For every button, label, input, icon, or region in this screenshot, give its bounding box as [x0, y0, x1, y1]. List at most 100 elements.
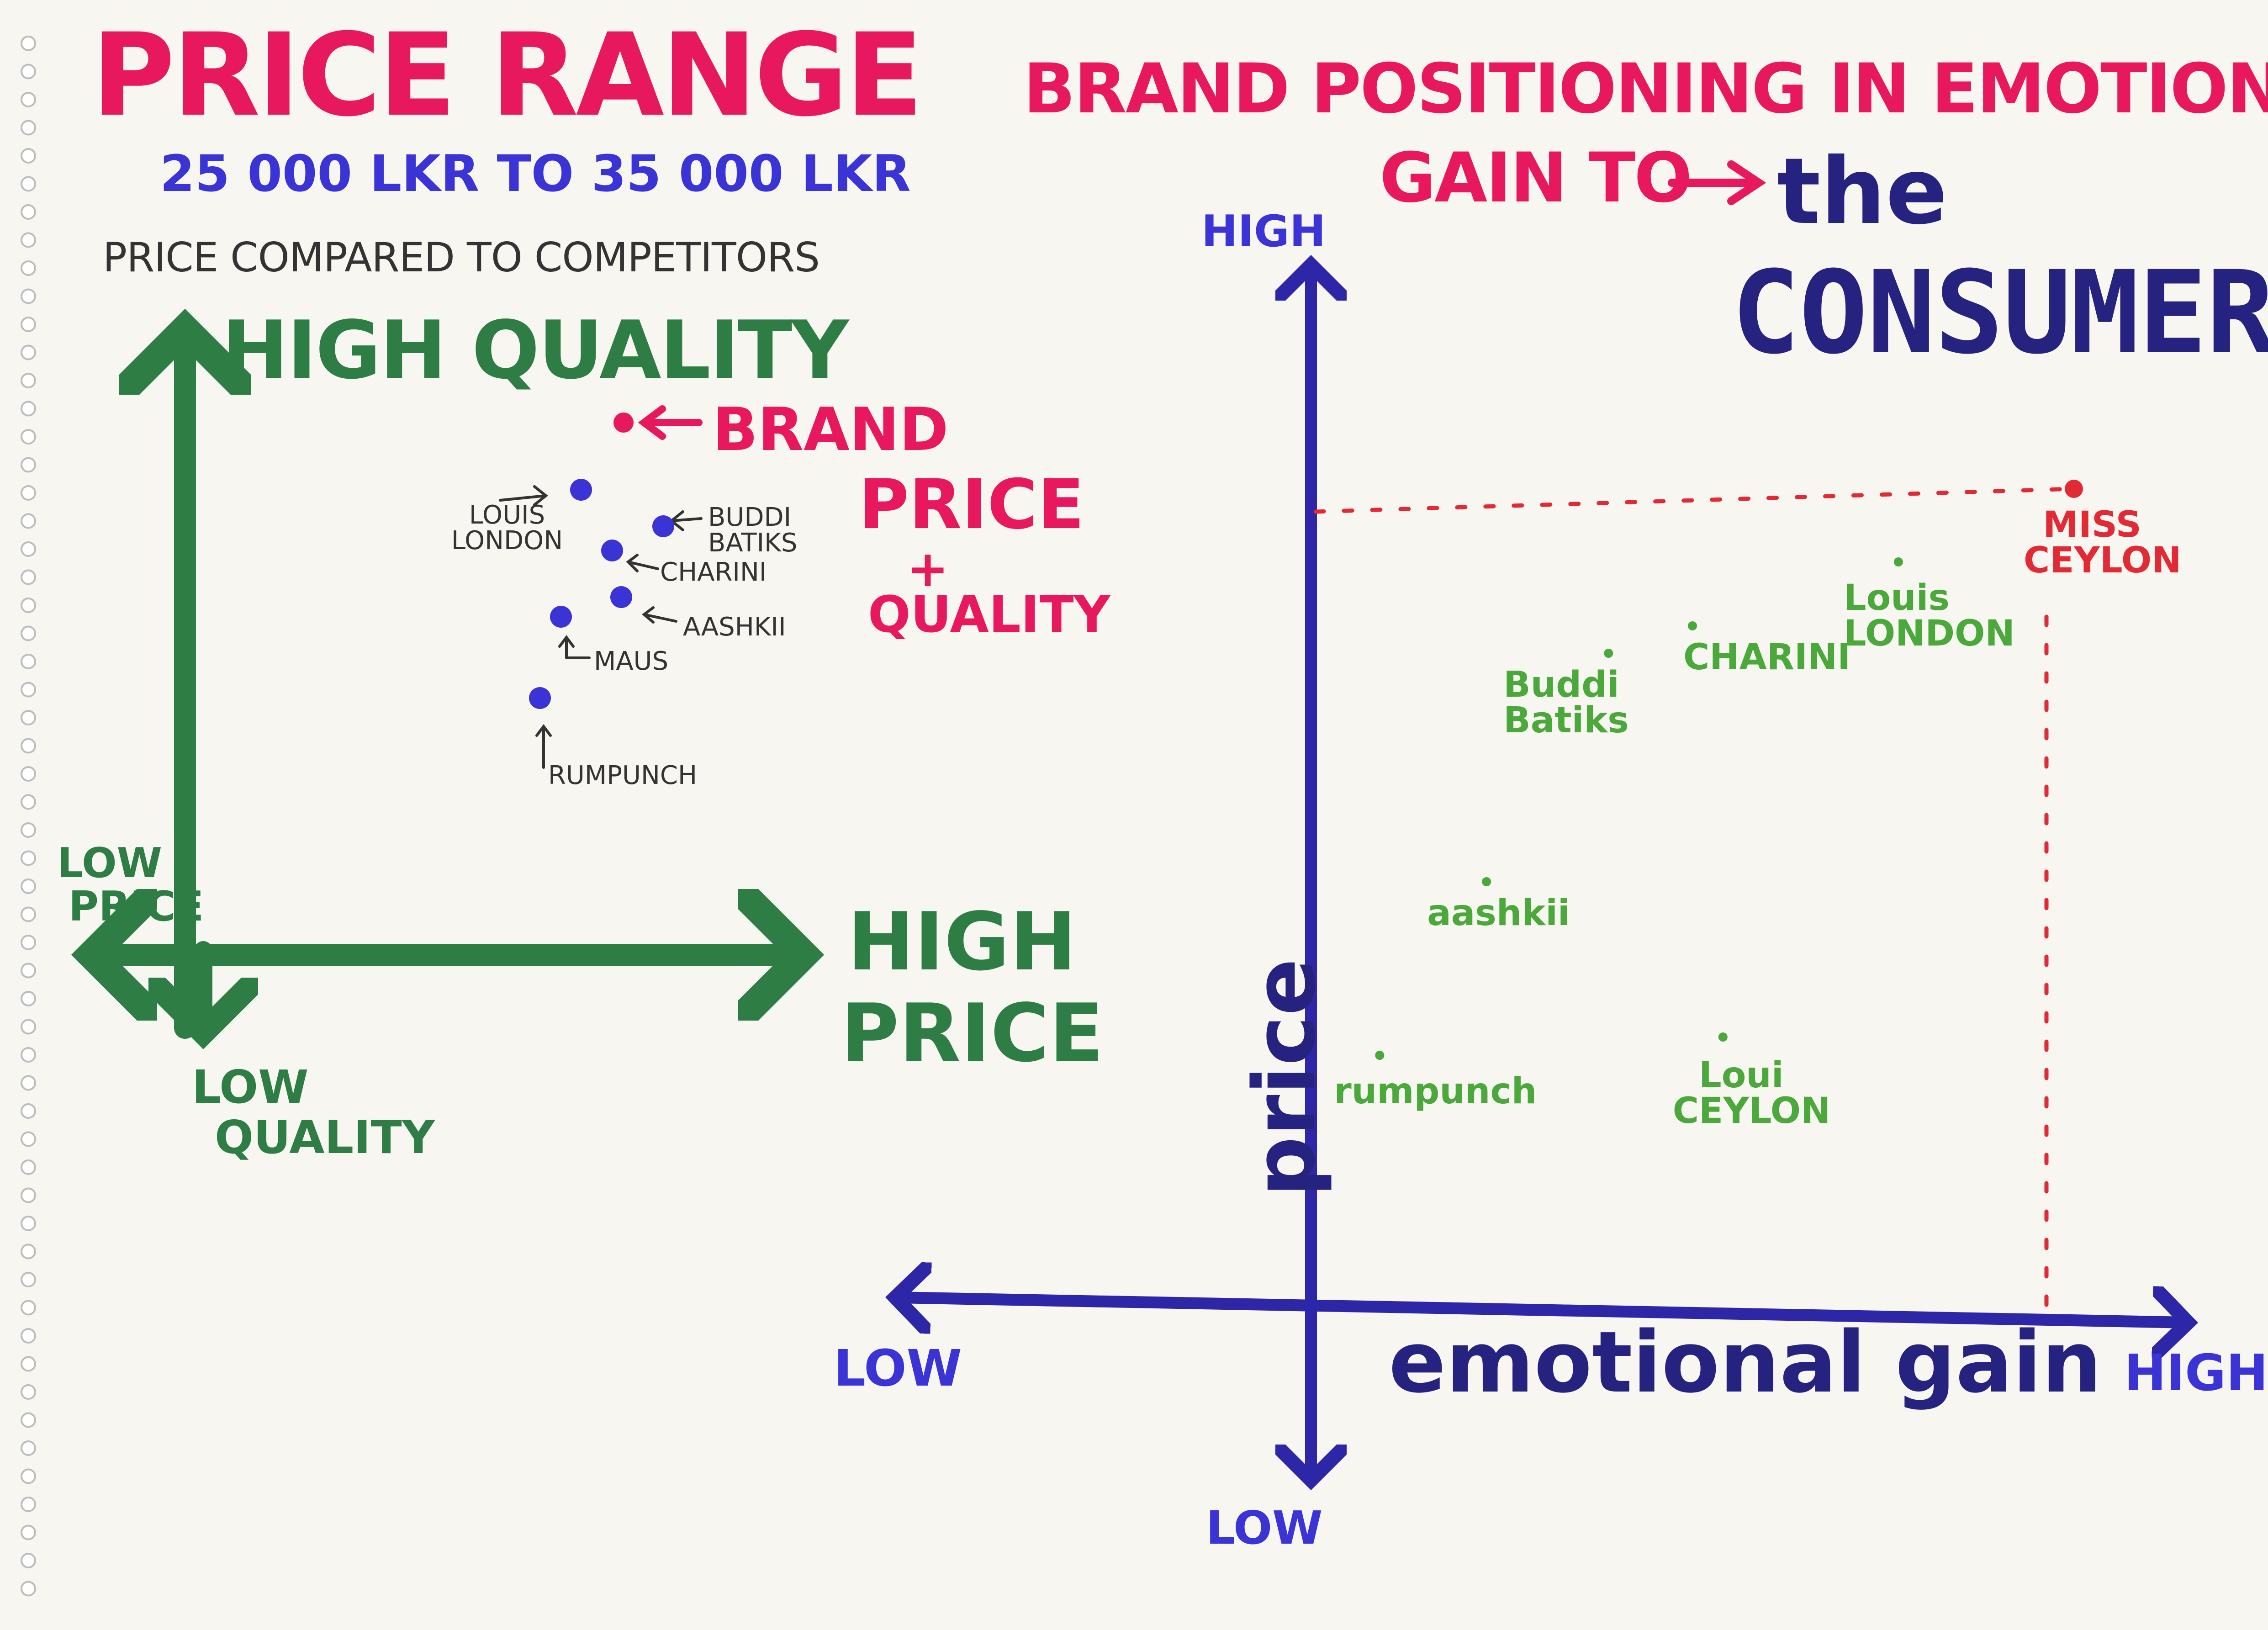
spiral-hole: [21, 1524, 36, 1540]
spiral-hole: [21, 317, 36, 332]
spiral-hole: [21, 1468, 36, 1484]
right-label-aashkii: aashkii: [1427, 893, 1570, 934]
left-y-high-label: HIGH QUALITY: [222, 304, 849, 397]
spiral-hole: [21, 710, 36, 725]
miss-ceylon-guides: [1313, 487, 2076, 1318]
right-x-low-label: LOW: [834, 1339, 962, 1397]
spiral-hole: [21, 1272, 36, 1287]
left-x-high-label: HIGH: [847, 896, 1077, 989]
right-dot-5: [1375, 1051, 1385, 1060]
spiral-hole: [21, 1159, 36, 1175]
right-chart-title-line-2: GAIN TO: [1380, 138, 1692, 218]
spiral-hole: [21, 1497, 36, 1512]
left-dot-5: [529, 687, 551, 709]
spiral-hole: [21, 1384, 36, 1400]
spiral-hole: [21, 963, 36, 979]
spiral-hole: [21, 738, 36, 754]
spiral-hole: [21, 794, 36, 810]
left-label-rumpunch: RUMPUNCH: [548, 761, 698, 790]
right-chart-title-the: the: [1777, 138, 1948, 245]
spiral-hole: [21, 682, 36, 698]
left-x-low-label: LOW: [57, 839, 162, 887]
left-dot-1: [652, 515, 674, 537]
right-dot-3: [1482, 877, 1491, 886]
left-x-low-label-2: PRICE: [69, 883, 204, 931]
spiral-hole: [21, 1131, 36, 1147]
right-x-axis: [895, 1297, 2188, 1323]
right-y-high-label: HIGH: [1201, 206, 1326, 257]
spiral-hole: [21, 766, 36, 782]
spiral-hole: [21, 1047, 36, 1063]
left-dot-0: [570, 479, 592, 501]
spiral-hole: [21, 906, 36, 922]
spiral-hole: [21, 1216, 36, 1231]
spiral-hole: [21, 92, 36, 107]
spiral-hole: [21, 850, 36, 866]
price-range-value: 25 000 LKR TO 35 000 LKR: [160, 144, 911, 203]
price-range-title: PRICE RANGE: [91, 9, 923, 142]
spiral-hole: [21, 1328, 36, 1344]
spiral-hole: [21, 120, 36, 136]
spiral-hole: [21, 457, 36, 473]
left-label-buddi-batiks: BUDDI BATIKS: [708, 503, 798, 558]
right-x-high-label: HIGH: [2124, 1344, 2268, 1402]
spiral-hole: [21, 288, 36, 304]
spiral-hole: [21, 373, 36, 388]
spiral-hole: [21, 1300, 36, 1316]
right-label-charini: CHARINI: [1683, 637, 1851, 678]
left-y-low-label: LOW: [192, 1060, 309, 1114]
title-arrow: [1668, 160, 1766, 205]
left-dot-2: [601, 540, 623, 561]
right-x-axis-label: emotional gain: [1389, 1313, 2102, 1412]
spiral-hole: [21, 260, 36, 276]
spiral-hole: [21, 598, 36, 613]
right-brand-dots: [1375, 480, 2083, 1060]
spiral-hole: [21, 1553, 36, 1568]
spiral-hole: [21, 1412, 36, 1428]
right-chart-title-consumer: CONSUMER: [1731, 246, 2268, 379]
right-dot-6: [2065, 480, 2083, 498]
key-note-price: PRICE: [859, 465, 1084, 545]
spiral-holes: [21, 36, 36, 1597]
spiral-hole: [21, 1356, 36, 1372]
left-dot-3: [610, 586, 632, 608]
key-note-quality: QUALITY: [868, 585, 1110, 644]
spiral-hole: [21, 204, 36, 220]
brand-key-marker: [613, 405, 703, 440]
spiral-hole: [21, 513, 36, 529]
left-x-high-label-2: PRICE: [841, 987, 1104, 1080]
left-y-low-label-2: QUALITY: [215, 1111, 435, 1164]
spiral-hole: [21, 1103, 36, 1119]
left-brand-arrows: [499, 485, 703, 769]
spiral-hole: [21, 1019, 36, 1035]
right-label-louis-london: Louis LONDON: [1843, 577, 2015, 654]
left-label-louis-london: LOUIS LONDON: [451, 500, 563, 556]
spiral-hole: [21, 1244, 36, 1260]
right-y-low-label: LOW: [1206, 1501, 1323, 1555]
right-chart-title-line-1: BRAND POSITIONING IN EMOTIONAL: [1023, 49, 2268, 129]
left-chart-subtitle: PRICE COMPARED TO COMPETITORS: [103, 234, 820, 281]
spiral-hole: [21, 569, 36, 585]
spiral-hole: [21, 1440, 36, 1456]
right-label-rumpunch: rumpunch: [1334, 1071, 1537, 1112]
right-dot-0: [1893, 557, 1903, 566]
left-dot-4: [550, 606, 572, 628]
spiral-hole: [21, 1581, 36, 1597]
right-label-miss-ceylon: MISS CEYLON: [2024, 504, 2182, 581]
spiral-hole: [21, 36, 36, 51]
spiral-hole: [21, 485, 36, 501]
spiral-hole: [21, 1075, 36, 1091]
left-label-charini: CHARINI: [660, 557, 767, 587]
left-brand-dots: [529, 479, 674, 709]
spiral-hole: [21, 401, 36, 417]
spiral-hole: [21, 176, 36, 192]
right-dot-2: [1604, 649, 1613, 658]
miss-ceylon-guide-0: [1313, 487, 2076, 514]
spiral-hole: [21, 344, 36, 360]
brand-key-label: BRAND: [713, 395, 949, 464]
right-label-loui-ceylon: Loui CEYLON: [1672, 1055, 1831, 1132]
spiral-hole: [21, 64, 36, 79]
spiral-hole: [21, 232, 36, 248]
